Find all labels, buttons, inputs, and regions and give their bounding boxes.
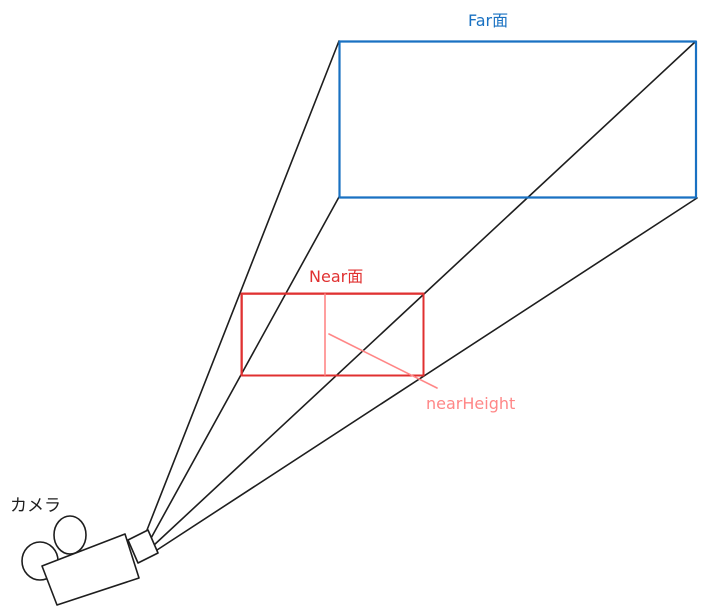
far-plane	[338, 40, 698, 199]
near-height-pointer-line	[328, 333, 438, 389]
near-height-label: nearHeight	[426, 394, 516, 413]
camera-reel-front	[53, 515, 87, 555]
near-plane-rect-sketch	[242, 294, 424, 376]
frustum-edge-bottom-right	[156, 197, 698, 551]
camera-lens	[127, 529, 159, 564]
frustum-edges	[146, 40, 698, 551]
camera-body	[41, 533, 140, 606]
movie-camera-icon	[21, 515, 159, 606]
far-plane-label: Far面	[468, 11, 509, 30]
near-height-indicator	[324, 293, 438, 389]
frustum-edge-bottom-left	[149, 196, 340, 541]
near-plane-rect	[240, 292, 425, 377]
near-plane	[240, 292, 425, 377]
near-plane-label: Near面	[309, 267, 364, 286]
far-plane-rect	[338, 40, 698, 199]
frustum-edge-top-left	[146, 40, 340, 531]
camera-label: カメラ	[10, 496, 61, 516]
